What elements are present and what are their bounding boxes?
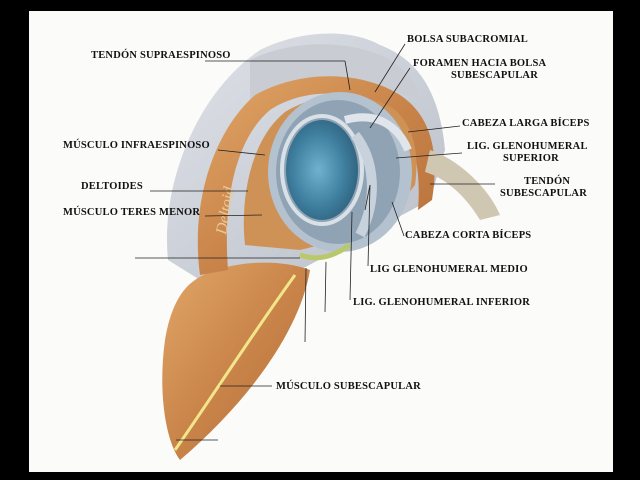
label-foramen-line1: FORAMEN HACIA BOLSA — [413, 58, 546, 69]
label-deltoides: DELTOIDES — [81, 181, 143, 192]
label-musculo-infraespinoso: MÚSCULO INFRAESPINOSO — [63, 140, 210, 151]
label-musculo-teres-menor: MÚSCULO TERES MENOR — [63, 207, 200, 218]
label-tendon-supraespinoso: TENDÓN SUPRAESPINOSO — [91, 50, 231, 61]
label-gh-superior-line2: SUPERIOR — [503, 153, 559, 164]
label-foramen-line2: SUBESCAPULAR — [451, 70, 538, 81]
label-cabeza-larga-biceps: CABEZA LARGA BÍCEPS — [462, 118, 590, 129]
label-musculo-subescapular: MÚSCULO SUBESCAPULAR — [276, 381, 421, 392]
glenoid-cavity — [286, 120, 358, 220]
subscapular-tendon-band — [425, 150, 500, 220]
label-lig-gh-inferior: LIG. GLENOHUMERAL INFERIOR — [353, 297, 530, 308]
label-lig-gh-medio: LIG GLENOHUMERAL MEDIO — [370, 264, 528, 275]
label-cabeza-corta-biceps: CABEZA CORTA BÍCEPS — [405, 230, 531, 241]
label-gh-superior-line1: LIG. GLENOHUMERAL — [467, 141, 588, 152]
label-tendon-subescapular-line2: SUBESCAPULAR — [500, 188, 587, 199]
leader-inf-a — [325, 262, 326, 312]
label-bolsa-subacromial: BOLSA SUBACROMIAL — [407, 34, 528, 45]
label-tendon-subescapular-line1: TENDÓN — [524, 176, 570, 187]
